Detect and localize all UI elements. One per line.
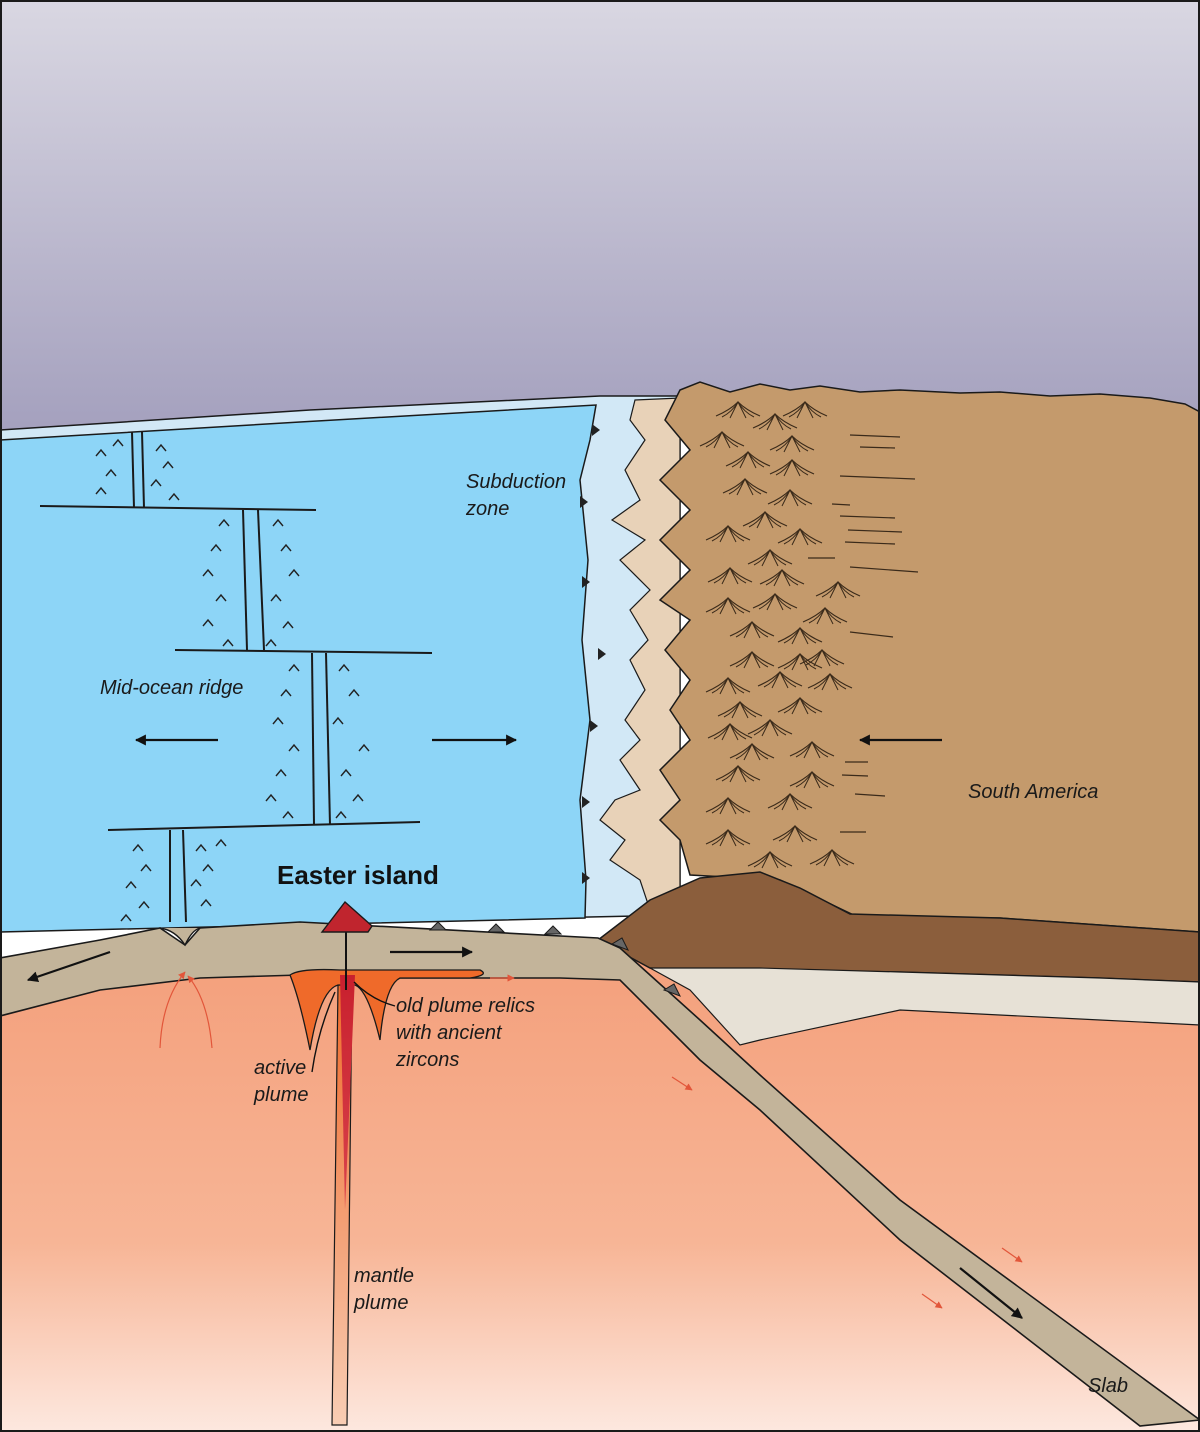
slab-arrow [959,1267,1023,1319]
leader-lines [311,981,396,1073]
continental-lithosphere [649,967,1200,1046]
oceanic-lithosphere-slab [0,921,1200,1427]
sky-background [0,0,1200,440]
active-plume-core [340,975,355,1210]
trench-markers [580,424,606,884]
terrain-hatching [808,434,919,833]
slab-label: Slab [1088,1375,1128,1397]
convection-arrows [159,971,1023,1309]
mid-ocean-ridge-lines [39,431,433,923]
mid-ocean-ridge-label: Mid-ocean ridge [100,677,243,699]
slab-trench-markers [428,921,682,997]
mantle [0,960,1200,1432]
plume-head [289,968,484,1051]
ocean-plate [0,404,597,933]
south-america-label: South America [968,781,1098,803]
easter-island-volcano [320,900,373,933]
ridge-notch [159,927,201,947]
coastal-plain [599,397,681,911]
south-america-continent [658,381,1200,933]
easter-island-label: Easter island [277,860,439,890]
plate-motion-arrows [26,734,1023,1319]
plate-left-arrow [26,950,111,983]
